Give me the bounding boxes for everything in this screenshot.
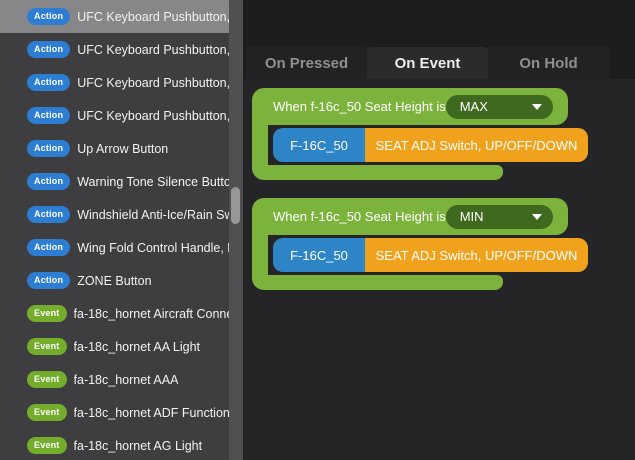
caret-down-icon bbox=[532, 103, 542, 110]
list-item[interactable]: Action ZONE Button bbox=[0, 264, 243, 297]
list-item-label: UFC Keyboard Pushbutton, 7 bbox=[77, 42, 241, 57]
list-item[interactable]: Event fa-18c_hornet AAA bbox=[0, 363, 243, 396]
type-badge: Action bbox=[27, 173, 71, 190]
list-rows: Action UFC Keyboard Pushbutton, 6 Action… bbox=[0, 0, 243, 460]
list-item[interactable]: Action UFC Keyboard Pushbutton, 8 bbox=[0, 66, 243, 99]
when-condition-label: When f-16c_50 Seat Height is bbox=[273, 209, 446, 224]
list-item-label: fa-18c_hornet AAA bbox=[73, 372, 179, 387]
list-item-label: fa-18c_hornet ADF Function Se bbox=[73, 405, 243, 420]
list-item[interactable]: Event fa-18c_hornet ADF Function Se bbox=[0, 396, 243, 429]
dropdown-selected-value: MIN bbox=[459, 209, 484, 224]
action-chip[interactable]: SEAT ADJ Switch, UP/OFF/DOWN bbox=[365, 238, 588, 272]
dropdown-selected-value: MAX bbox=[459, 99, 488, 114]
list-item-label: fa-18c_hornet AG Light bbox=[73, 438, 203, 453]
list-item-label: fa-18c_hornet Aircraft Connec bbox=[73, 306, 240, 321]
caret-down-icon bbox=[532, 213, 542, 220]
tab-on-pressed[interactable]: On Pressed bbox=[246, 47, 367, 79]
tab-on-event[interactable]: On Event bbox=[367, 47, 488, 79]
list-item[interactable]: Action Up Arrow Button bbox=[0, 132, 243, 165]
type-badge: Event bbox=[27, 371, 67, 388]
action-chip[interactable]: SEAT ADJ Switch, UP/OFF/DOWN bbox=[365, 128, 588, 162]
device-chip[interactable]: F-16C_50 bbox=[273, 238, 365, 272]
event-block-bottom-edge bbox=[252, 165, 503, 180]
type-badge: Action bbox=[27, 8, 71, 25]
event-block-header[interactable]: When f-16c_50 Seat Height is MIN bbox=[252, 198, 568, 235]
panel-header bbox=[243, 0, 635, 47]
on-event-canvas: When f-16c_50 Seat Height is MAX F-16C_5… bbox=[243, 79, 635, 460]
list-item-label: UFC Keyboard Pushbutton, 6 bbox=[77, 9, 241, 24]
sidebar-scrollbar-track[interactable] bbox=[229, 0, 243, 460]
tab-bar: On Pressed On Event On Hold bbox=[243, 47, 635, 79]
type-badge: Action bbox=[27, 107, 71, 124]
event-block-header[interactable]: When f-16c_50 Seat Height is MAX bbox=[252, 88, 568, 125]
type-badge: Event bbox=[27, 437, 67, 454]
list-item[interactable]: Action Windshield Anti-Ice/Rain Switc bbox=[0, 198, 243, 231]
list-item-label: UFC Keyboard Pushbutton, 9 bbox=[77, 108, 241, 123]
event-block-left-edge bbox=[252, 235, 268, 275]
list-item-label: Wing Fold Control Handle, FOL bbox=[77, 240, 243, 255]
list-item-label: UFC Keyboard Pushbutton, 8 bbox=[77, 75, 241, 90]
list-item-label: fa-18c_hornet AA Light bbox=[73, 339, 200, 354]
list-item[interactable]: Action UFC Keyboard Pushbutton, 6 bbox=[0, 0, 243, 33]
list-item[interactable]: Action Warning Tone Silence Button bbox=[0, 165, 243, 198]
list-item[interactable]: Action UFC Keyboard Pushbutton, 7 bbox=[0, 33, 243, 66]
type-badge: Action bbox=[27, 140, 71, 157]
event-block-bottom-edge bbox=[252, 275, 503, 290]
list-item-label: Windshield Anti-Ice/Rain Switc bbox=[77, 207, 243, 222]
list-item[interactable]: Event fa-18c_hornet Aircraft Connec bbox=[0, 297, 243, 330]
event-block[interactable]: When f-16c_50 Seat Height is MAX F-16C_5… bbox=[252, 88, 590, 180]
nested-action-block[interactable]: F-16C_50 SEAT ADJ Switch, UP/OFF/DOWN bbox=[273, 238, 588, 272]
type-badge: Event bbox=[27, 338, 67, 355]
event-block[interactable]: When f-16c_50 Seat Height is MIN F-16C_5… bbox=[252, 198, 590, 290]
list-item[interactable]: Event fa-18c_hornet AG Light bbox=[0, 429, 243, 460]
type-badge: Event bbox=[27, 404, 67, 421]
value-dropdown[interactable]: MAX bbox=[445, 94, 553, 119]
type-badge: Action bbox=[27, 272, 71, 289]
type-badge: Action bbox=[27, 239, 71, 256]
list-item[interactable]: Event fa-18c_hornet AA Light bbox=[0, 330, 243, 363]
device-chip[interactable]: F-16C_50 bbox=[273, 128, 365, 162]
actions-events-list: Action UFC Keyboard Pushbutton, 6 Action… bbox=[0, 0, 243, 460]
type-badge: Action bbox=[27, 206, 71, 223]
type-badge: Event bbox=[27, 305, 67, 322]
value-dropdown[interactable]: MIN bbox=[445, 204, 553, 229]
list-item-label: ZONE Button bbox=[77, 273, 152, 288]
list-item-label: Up Arrow Button bbox=[77, 141, 169, 156]
tab-on-hold[interactable]: On Hold bbox=[488, 47, 609, 79]
type-badge: Action bbox=[27, 74, 71, 91]
list-item-label: Warning Tone Silence Button bbox=[77, 174, 238, 189]
sidebar-scrollbar-thumb[interactable] bbox=[231, 187, 240, 224]
event-block-left-edge bbox=[252, 125, 268, 165]
when-condition-label: When f-16c_50 Seat Height is bbox=[273, 99, 446, 114]
nested-action-block[interactable]: F-16C_50 SEAT ADJ Switch, UP/OFF/DOWN bbox=[273, 128, 588, 162]
list-item[interactable]: Action UFC Keyboard Pushbutton, 9 bbox=[0, 99, 243, 132]
type-badge: Action bbox=[27, 41, 71, 58]
editor-panel: On Pressed On Event On Hold When f-16c_5… bbox=[243, 0, 635, 460]
list-item[interactable]: Action Wing Fold Control Handle, FOL bbox=[0, 231, 243, 264]
